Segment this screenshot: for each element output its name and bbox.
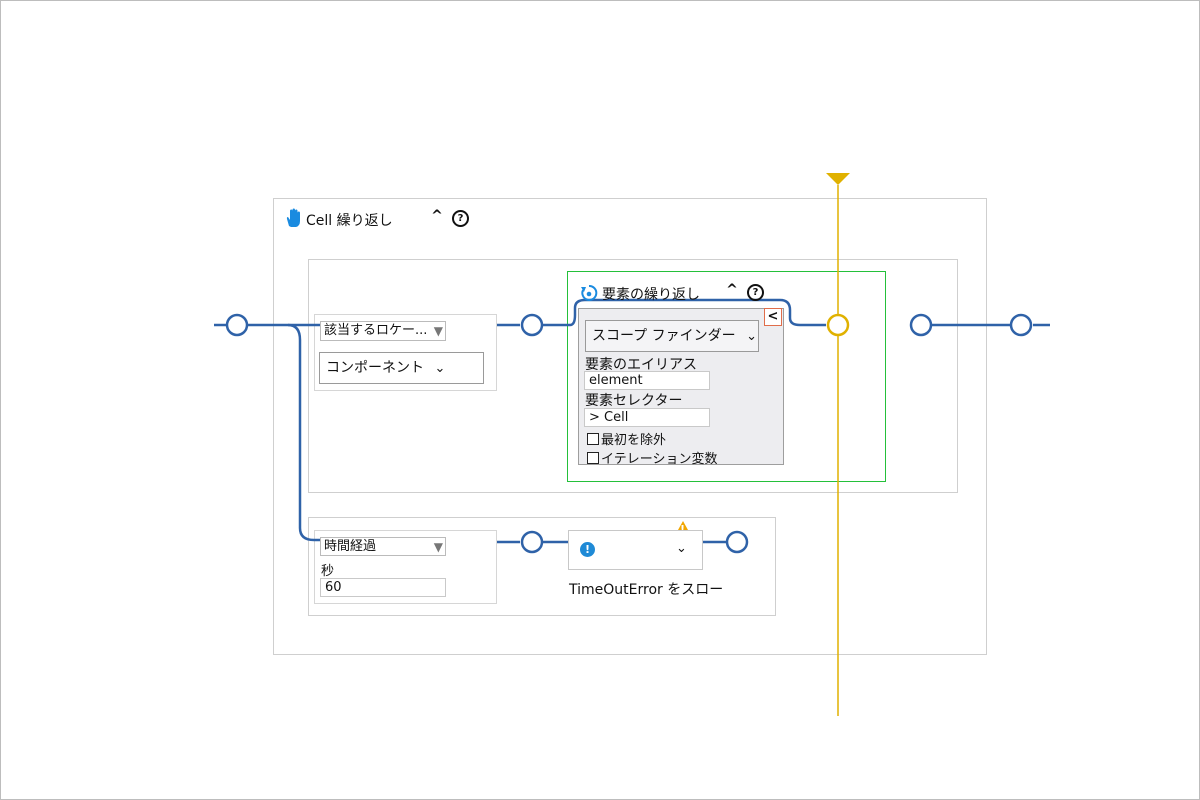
time-exit-node (520, 530, 544, 554)
checkbox-box (587, 433, 599, 445)
help-icon[interactable]: ? (452, 210, 469, 227)
time-select-value: 時間経過 (324, 539, 377, 554)
element-loop-collapse-icon[interactable]: ^ (726, 282, 738, 298)
exclude-first-checkbox[interactable]: 最初を除外 (587, 429, 666, 448)
current-position-node (826, 313, 850, 337)
position-marker-arrow (826, 173, 850, 185)
selector-input[interactable]: > Cell (584, 408, 710, 427)
element-loop-help-icon[interactable]: ? (747, 284, 764, 301)
final-node (1009, 313, 1033, 337)
seconds-input[interactable]: 60 (320, 578, 446, 597)
element-loop-title: 要素の繰り返し (602, 287, 700, 303)
chevron-down-icon: ⌄ (746, 329, 757, 344)
component-dropdown-label: コンポーネント (326, 360, 424, 376)
alias-label: 要素のエイリアス (585, 357, 697, 373)
error-info-icon: ! (580, 542, 595, 557)
back-button[interactable]: < (764, 308, 782, 326)
checkbox-box (587, 452, 599, 464)
condition-select-locator[interactable]: 該当するロケー... ▼ (320, 321, 446, 341)
seconds-label: 秒 (321, 564, 335, 579)
loop-exit-node (909, 313, 933, 337)
loop-title: Cell 繰り返し (306, 213, 393, 229)
locator-exit-node (520, 313, 544, 337)
back-arrow-icon: < (767, 309, 779, 324)
iteration-variable-label: イテレーション変数 (601, 452, 718, 467)
selector-label: 要素セレクター (585, 393, 683, 409)
condition-select-time[interactable]: 時間経過 ▼ (320, 537, 446, 556)
scope-finder-dropdown[interactable]: スコープ ファインダー ⌄ (585, 320, 759, 352)
condition-select-value: 該当するロケー... (324, 323, 428, 338)
chevron-down-icon: ⌄ (434, 361, 446, 376)
select-arrow-icon: ▼ (433, 324, 443, 338)
warning-icon: ! (680, 523, 685, 536)
exclude-first-label: 最初を除外 (601, 433, 667, 448)
throw-error-caption: TimeOutError をスロー (569, 582, 724, 598)
error-icon-glyph: ! (584, 543, 591, 556)
entry-node (225, 313, 249, 337)
hand-icon (285, 208, 303, 232)
select-arrow-icon: ▼ (433, 540, 443, 554)
throw-exit-node (725, 530, 749, 554)
iteration-variable-checkbox[interactable]: イテレーション変数 (587, 448, 717, 467)
chevron-down-icon[interactable]: ⌄ (676, 541, 687, 556)
collapse-chevron-icon[interactable]: ^ (431, 208, 443, 224)
scope-finder-label: スコープ ファインダー (592, 328, 736, 344)
alias-input[interactable]: element (584, 371, 710, 390)
component-dropdown[interactable]: コンポーネント ⌄ (319, 352, 484, 384)
element-loop-icon (580, 284, 598, 306)
